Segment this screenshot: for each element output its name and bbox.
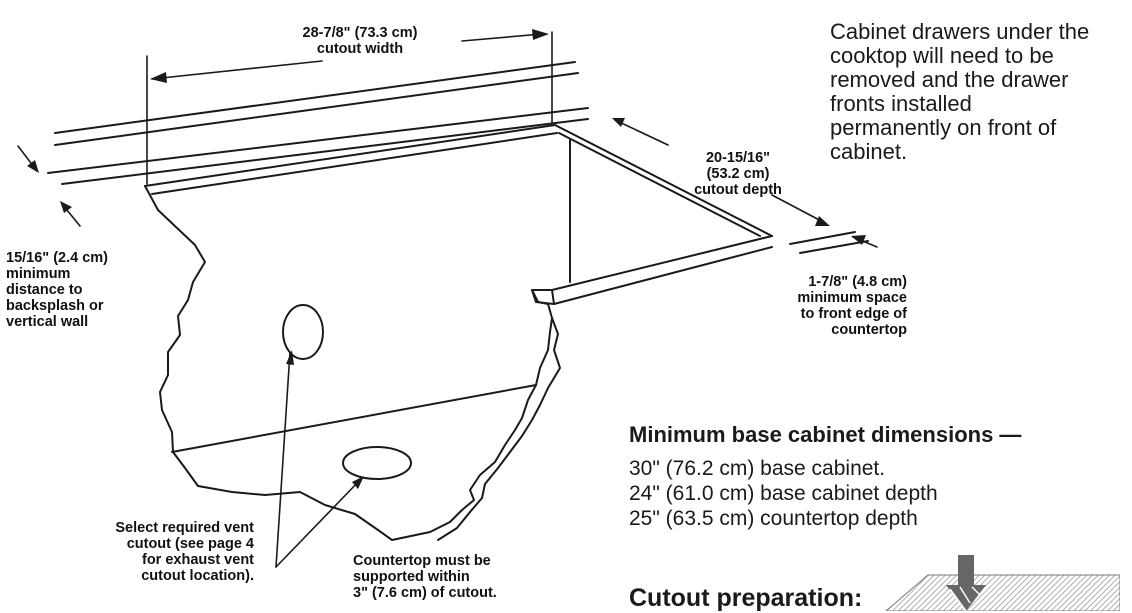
arrowhead: [150, 72, 167, 83]
note-line: Cabinet drawers under the: [830, 19, 1090, 44]
backsplash-distance-label: 15/16" (2.4 cm) minimum distance to back…: [6, 250, 176, 330]
dimension-line: [461, 33, 543, 42]
counter-line: [47, 107, 589, 174]
dimension-line: [151, 60, 323, 80]
arrowhead: [612, 118, 625, 127]
note-line: permanently on front of: [830, 115, 1057, 140]
dimension-line: [614, 119, 669, 146]
min-dimension-item: 24" (61.0 cm) base cabinet depth: [629, 482, 938, 505]
cutout-preparation-thumbnail: [885, 555, 1120, 611]
arrowhead: [352, 476, 364, 489]
front-edge-line: to front edge of: [800, 306, 907, 322]
vent-line: for exhaust vent: [142, 552, 254, 568]
cutout-depth-caption: cutout depth: [694, 182, 782, 198]
arrowhead: [815, 216, 830, 226]
vent-cutout-label: Select required vent cutout (see page 4 …: [40, 520, 254, 584]
cutout-width-label: 28-7/8" (73.3 cm) cutout width: [250, 25, 470, 57]
cabinet-seam: [171, 384, 537, 453]
cabinet-outline-inner: [437, 317, 561, 541]
vent-line: cutout location).: [141, 568, 254, 584]
arrowhead: [286, 350, 294, 365]
cutout-depth-label: 20-15/16" (53.2 cm) cutout depth: [668, 150, 808, 198]
backsplash-line: backsplash or: [6, 298, 104, 314]
min-dimensions-list: 30" (76.2 cm) base cabinet. 24" (61.0 cm…: [629, 456, 1009, 531]
countertop-support-label: Countertop must be supported within 3" (…: [353, 553, 573, 601]
front-strip: [789, 231, 856, 245]
backsplash-line: vertical wall: [6, 314, 89, 330]
cutout-width-value: 28-7/8" (73.3 cm): [302, 25, 418, 41]
front-strip: [799, 240, 869, 254]
vent-line: Select required vent: [115, 520, 254, 536]
cabinet-outline: [144, 185, 553, 541]
backsplash-line: distance to: [6, 282, 83, 298]
front-edge-line: minimum space: [797, 290, 907, 306]
backsplash-line: minimum: [6, 266, 71, 282]
cutout-back-edge: [151, 132, 558, 195]
backsplash-value: 15/16" (2.4 cm): [6, 250, 108, 266]
cutout-depth-value: 20-15/16": [705, 150, 771, 166]
front-edge-space-label: 1-7/8" (4.8 cm) minimum space to front e…: [730, 274, 907, 338]
thumb-arrow-shaft: [958, 555, 974, 585]
counter-line: [61, 118, 589, 185]
arrowhead: [532, 29, 549, 40]
cutout-front-edge: [551, 235, 773, 291]
arrowhead: [60, 201, 72, 213]
dimension-line: [771, 194, 826, 224]
leader-line: [275, 477, 363, 568]
vent-hole-bottom: [342, 446, 412, 480]
min-dimension-item: 30" (76.2 cm) base cabinet.: [629, 457, 886, 480]
back-edge-line: [54, 61, 576, 134]
min-dimension-item: 25" (63.5 cm) countertop depth: [629, 507, 918, 530]
thumb-arrow-hatch: [949, 586, 981, 611]
leader-line: [275, 351, 291, 568]
cutout-right-edge: [554, 124, 773, 237]
cutout-preparation-heading: Cutout preparation:: [629, 584, 863, 612]
note-line: cabinet.: [830, 139, 908, 164]
note-line: cooktop will need to be: [830, 43, 1054, 68]
min-dimensions-heading: Minimum base cabinet dimensions —: [629, 422, 1022, 447]
back-edge-line: [54, 72, 579, 146]
support-line: Countertop must be: [353, 553, 491, 569]
cutout-back-edge: [144, 124, 556, 187]
support-line: 3" (7.6 cm) of cutout.: [353, 585, 497, 601]
front-edge-line: countertop: [831, 322, 907, 338]
arrowhead: [851, 235, 866, 245]
cutout-front-edge: [553, 246, 773, 305]
arrowhead: [27, 160, 39, 173]
vent-hole-back: [282, 304, 324, 360]
thumb-countertop: [885, 574, 1120, 611]
note-line: removed and the drawer: [830, 67, 1069, 92]
vent-line: cutout (see page 4: [126, 536, 254, 552]
cutout-right-edge: [558, 132, 761, 237]
cutout-width-caption: cutout width: [316, 41, 404, 57]
support-line: supported within: [353, 569, 470, 585]
front-lip: [531, 289, 555, 305]
note-line: fronts installed: [830, 91, 972, 116]
cutout-depth-metric: (53.2 cm): [706, 166, 770, 182]
drawer-note: Cabinet drawers under the cooktop will n…: [830, 20, 1130, 164]
front-edge-value: 1-7/8" (4.8 cm): [808, 274, 907, 290]
